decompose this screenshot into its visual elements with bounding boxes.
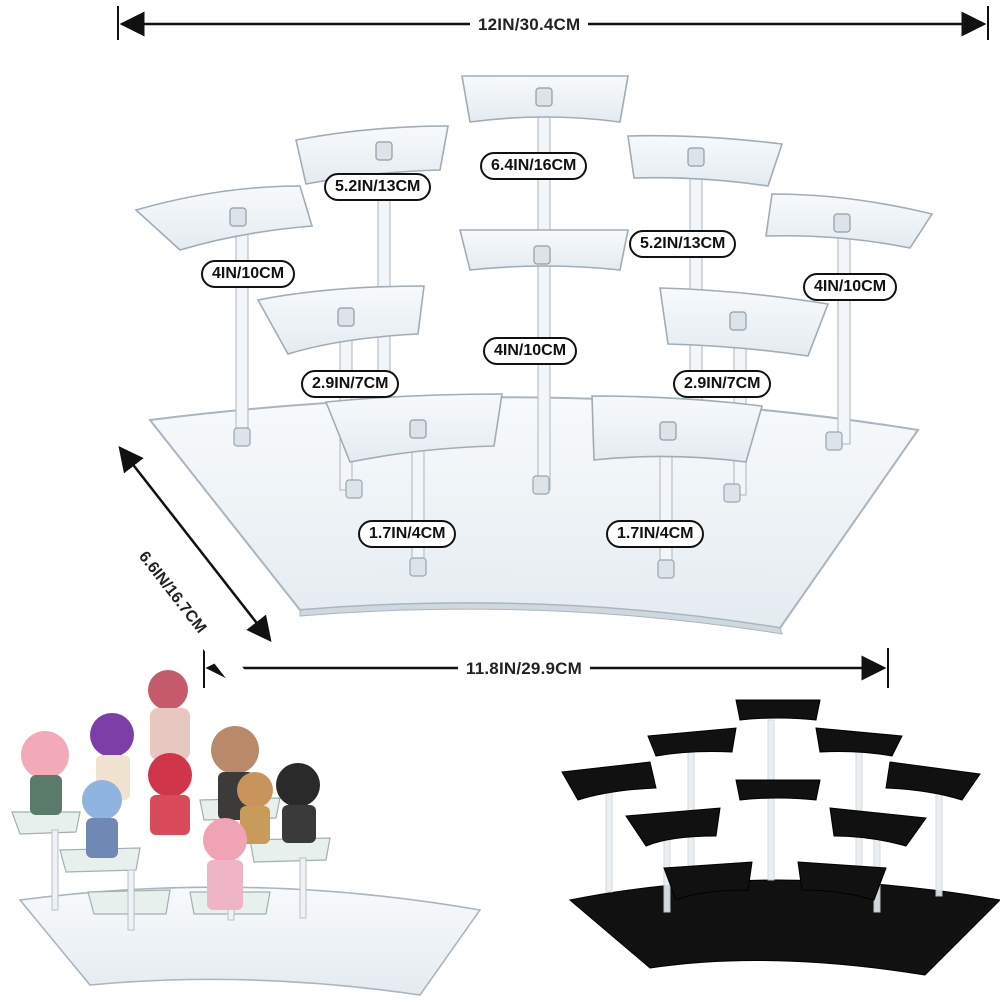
tier-label-left-low: 1.7IN/4CM — [358, 520, 457, 548]
width-top-label: 12IN/30.4CM — [470, 14, 589, 36]
tier-label-right-outer: 4IN/10CM — [803, 273, 898, 301]
clear-stand-diagram — [134, 75, 934, 635]
tier-label-left-upper: 5.2IN/13CM — [324, 173, 432, 201]
black-stand — [561, 699, 1000, 976]
width-bottom-label: 11.8IN/29.9CM — [458, 658, 590, 680]
tier-label-center-top: 6.4IN/16CM — [480, 152, 588, 180]
clear-stand-with-figures — [11, 670, 482, 996]
dimension-arrow-depth — [118, 446, 272, 642]
tier-label-left-outer: 4IN/10CM — [201, 260, 296, 288]
tier-label-right-low: 1.7IN/4CM — [606, 520, 705, 548]
tier-label-right-mid: 2.9IN/7CM — [673, 370, 772, 398]
tier-label-center-mid: 4IN/10CM — [483, 337, 578, 365]
tier-label-left-mid: 2.9IN/7CM — [301, 370, 400, 398]
figure-group — [21, 670, 320, 910]
tier-label-right-upper: 5.2IN/13CM — [629, 230, 737, 258]
